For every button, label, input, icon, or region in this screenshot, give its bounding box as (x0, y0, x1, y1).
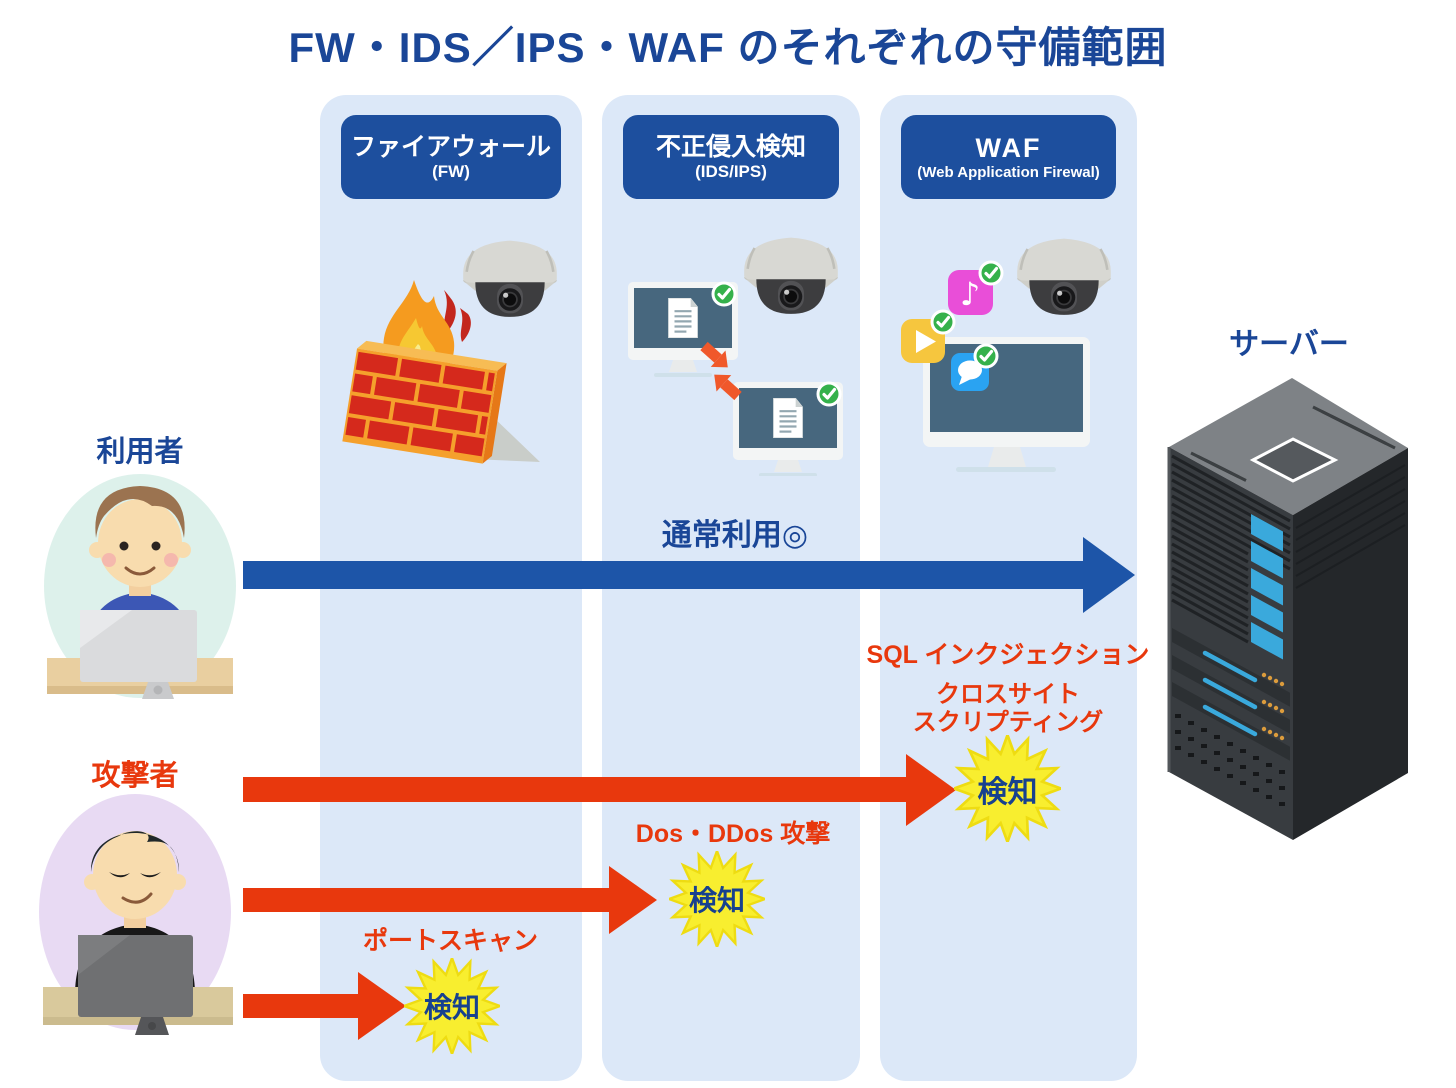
page-title: FW・IDS／IPS・WAF のそれぞれの守備範囲 (288, 24, 1168, 71)
server-rack-icon (1167, 378, 1408, 840)
badge-firewall-subtitle: (FW) (432, 162, 470, 182)
detection-burst-fw: 検知 (404, 958, 500, 1054)
detection-label: 検知 (977, 775, 1038, 809)
xss-label-line1: クロスサイト (936, 681, 1080, 708)
user-label: 利用者 (96, 436, 184, 468)
badge-waf-title: WAF (975, 132, 1042, 163)
badge-firewall-title: ファイアウォール (350, 132, 551, 161)
waf-apps-monitor-icon: ♪ (901, 260, 1090, 472)
detection-label: 検知 (688, 885, 745, 916)
port-scan-label: ポートスキャン (362, 927, 538, 955)
xss-label-line2: スクリプティング (912, 709, 1104, 736)
sql-injection-label: SQL インクジェクション (866, 641, 1150, 669)
fw-attack-arrowhead (358, 972, 406, 1040)
badge-firewall: ファイアウォール (FW) (341, 115, 561, 199)
user-monitor-back (80, 610, 197, 699)
detection-label: 検知 (423, 992, 480, 1023)
ids-attack-arrowhead (609, 866, 657, 934)
server-label: サーバー (1229, 328, 1349, 361)
detection-burst-ids: 検知 (669, 851, 765, 947)
badge-ids-ips-title: 不正侵入検知 (655, 132, 806, 161)
attacker-monitor-back (78, 935, 193, 1035)
badge-ids-ips-subtitle: (IDS/IPS) (695, 162, 767, 182)
chat-app-icon (951, 343, 999, 391)
waf-attack-arrow (243, 777, 906, 802)
normal-traffic-arrowhead (1083, 537, 1135, 613)
svg-text:♪: ♪ (960, 275, 980, 313)
badge-ids-ips: 不正侵入検知 (IDS/IPS) (623, 115, 839, 199)
attacker-label: 攻撃者 (91, 760, 179, 792)
badge-waf: WAF (Web Application Firewal) (901, 115, 1116, 199)
ids-traffic-monitors-icon (614, 276, 846, 476)
attacker-illustration (39, 794, 233, 1035)
waf-attack-arrowhead (906, 754, 956, 826)
firewall-brick-flame-icon (342, 280, 540, 464)
play-app-icon (901, 309, 956, 363)
user-illustration (44, 474, 236, 699)
fw-attack-arrow (243, 994, 358, 1018)
normal-traffic-arrow (243, 561, 1083, 589)
dos-ddos-label: Dos・DDos 攻撃 (635, 820, 831, 848)
badge-waf-subtitle: (Web Application Firewal) (917, 164, 1100, 182)
normal-usage-label: 通常利用◎ (661, 519, 809, 552)
music-app-icon: ♪ (948, 260, 1004, 315)
ids-attack-arrow (243, 888, 609, 912)
detection-burst-waf: 検知 (954, 735, 1061, 842)
